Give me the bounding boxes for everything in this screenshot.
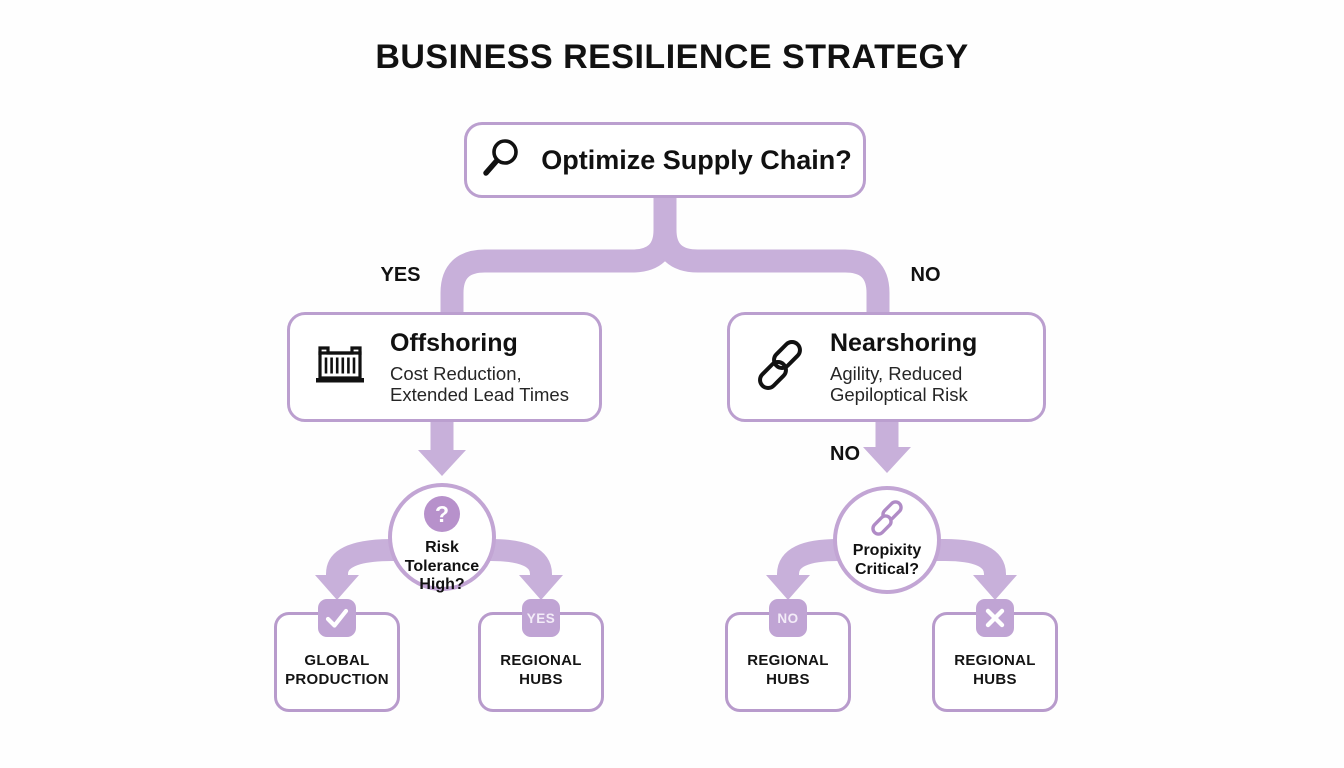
nearshoring-title: Nearshoring (830, 329, 978, 357)
arrowhead-outcome-4 (973, 575, 1017, 600)
magnifier-icon (478, 135, 524, 186)
outcome-global-production: GLOBAL PRODUCTION (274, 599, 400, 712)
offshoring-subtitle-line1: Cost Reduction, (390, 363, 522, 384)
outcome-regional-hubs-x: REGIONAL HUBS (932, 599, 1058, 712)
outcome-1-text: GLOBAL PRODUCTION (277, 651, 397, 689)
outcome-2-line2: HUBS (519, 671, 563, 688)
left-decision-line1: Risk Tolerance (404, 539, 480, 575)
arrowhead-outcome-3 (766, 575, 810, 600)
page-title: BUSINESS RESILIENCE STRATEGY (375, 38, 969, 76)
connector-yes-branch (440, 196, 677, 315)
right-decision-proximity-critical: Propixity Critical? (833, 486, 941, 594)
arrowhead-left-decision (418, 450, 466, 476)
connector-no-branch (653, 196, 890, 315)
right-decision-text: Propixity Critical? (837, 542, 937, 579)
container-icon (312, 340, 368, 395)
question-icon: ? (424, 496, 460, 532)
outcome-3-line1: REGIONAL (747, 652, 829, 669)
nearshoring-node: Nearshoring Agility, Reduced Gepiloptica… (727, 312, 1046, 422)
outcome-4-line1: REGIONAL (954, 652, 1036, 669)
right-decision-line2: Critical? (854, 560, 919, 578)
offshoring-text: Offshoring Cost Reduction, Extended Lead… (390, 329, 569, 405)
offshoring-node: Offshoring Cost Reduction, Extended Lead… (287, 312, 602, 422)
yes-badge: YES (522, 599, 560, 637)
arrowhead-right-decision (863, 447, 911, 473)
right-decision-incoming-label: NO (830, 443, 860, 465)
outcome-regional-hubs-yes: YES REGIONAL HUBS (478, 599, 604, 712)
right-decision-line1: Propixity (852, 542, 922, 559)
left-decision-line2: High? (419, 576, 465, 593)
no-badge: NO (769, 599, 807, 637)
nearshoring-subtitle-line1: Agility, Reduced (830, 363, 963, 384)
outcome-1-line1: GLOBAL (304, 652, 370, 669)
yes-branch-label: YES (380, 264, 421, 286)
nearshoring-text: Nearshoring Agility, Reduced Gepiloptica… (830, 329, 977, 405)
outcome-4-text: REGIONAL HUBS (935, 651, 1055, 689)
left-decision-text: Risk Tolerance High? (392, 539, 492, 595)
outcome-3-line2: HUBS (766, 671, 810, 688)
outcome-regional-hubs-no: NO REGIONAL HUBS (725, 599, 851, 712)
arrowhead-outcome-2 (519, 575, 563, 600)
root-node-optimize-supply-chain: Optimize Supply Chain? (464, 122, 866, 198)
connector-right-decision-right-arm (887, 539, 1006, 577)
chain-link-icon (868, 498, 906, 543)
root-node-label: Optimize Supply Chain? (541, 144, 852, 175)
outcome-1-line2: PRODUCTION (285, 671, 389, 688)
outcome-2-text: REGIONAL HUBS (481, 651, 601, 689)
outcome-3-text: REGIONAL HUBS (728, 651, 848, 689)
check-icon (318, 599, 356, 637)
no-branch-label: NO (910, 264, 941, 286)
outcome-4-line2: HUBS (973, 671, 1017, 688)
chain-icon (752, 336, 808, 399)
nearshoring-subtitle-line2: Gepiloptical Risk (830, 384, 968, 405)
x-icon (976, 599, 1014, 637)
outcome-2-line1: REGIONAL (500, 652, 582, 669)
offshoring-subtitle-line2: Extended Lead Times (390, 384, 569, 405)
offshoring-title: Offshoring (390, 329, 518, 357)
arrowhead-outcome-1 (315, 575, 359, 600)
left-decision-risk-tolerance: ? Risk Tolerance High? (388, 483, 496, 593)
